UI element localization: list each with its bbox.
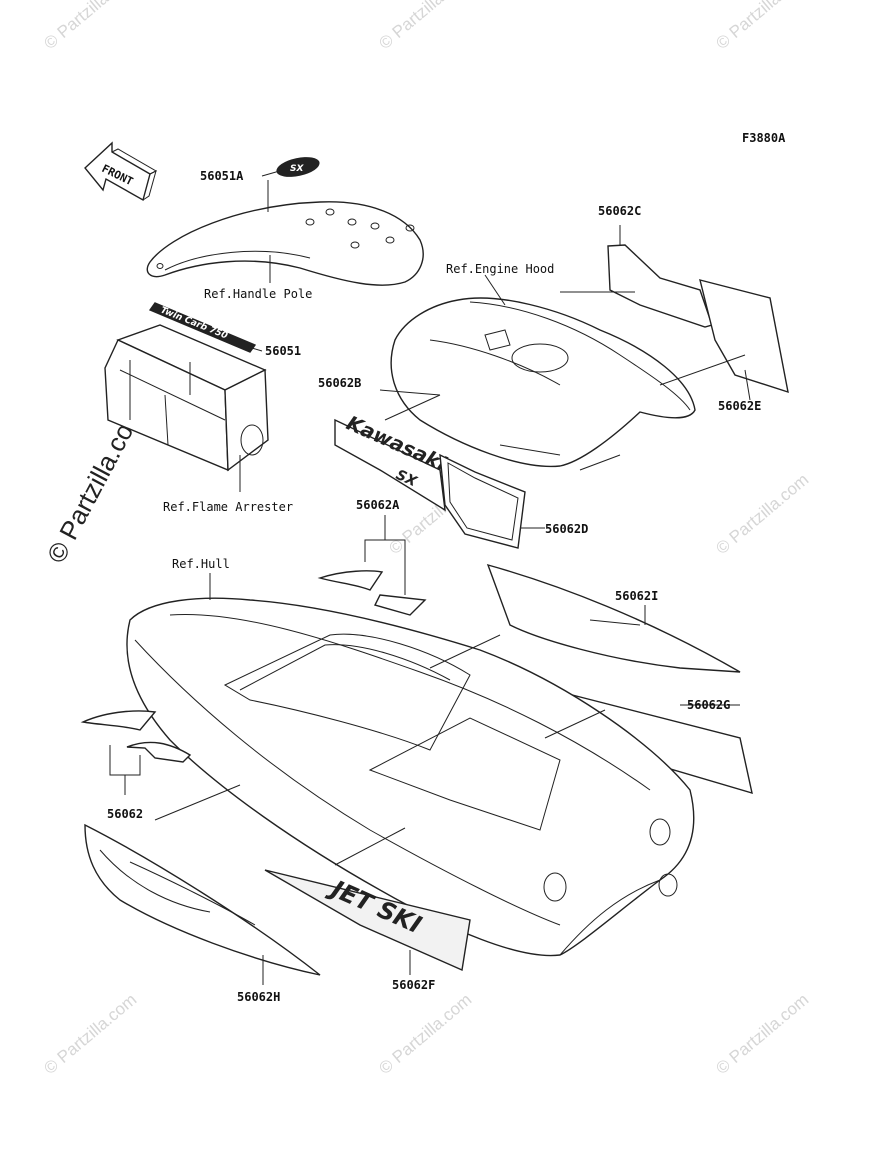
decal-chevron-pair: [80, 710, 192, 763]
decal-panel-d: [439, 453, 526, 549]
decal-panel-c: [607, 244, 713, 328]
part-label-56062d: 56062D: [545, 522, 588, 536]
reference-labels: Ref.Handle Pole Ref.Engine Hood Ref.Flam…: [163, 262, 554, 571]
part-label-56051: 56051: [265, 344, 301, 358]
ref-label-hull: Ref.Hull: [172, 557, 230, 571]
watermark: © Partzilla.com: [712, 0, 812, 53]
flame-arrester: [104, 324, 269, 472]
part-label-56062i: 56062I: [615, 589, 658, 603]
watermark: © Partzilla.com: [712, 990, 812, 1078]
ref-label-engine-hood: Ref.Engine Hood: [446, 262, 554, 276]
badge-decal: SX: [276, 157, 320, 177]
part-label-56062h: 56062H: [237, 990, 280, 1004]
part-label-56062c: 56062C: [598, 204, 641, 218]
front-arrow-icon: FRONT: [84, 141, 158, 202]
ref-label-flame-arrester: Ref.Flame Arrester: [163, 500, 293, 514]
decal-nose-h: [84, 823, 321, 976]
decal-panel-e: [699, 279, 789, 394]
badge-decal-text: SX: [290, 164, 304, 174]
part-label-56062e: 56062E: [718, 399, 761, 413]
leader-lines: [109, 169, 751, 985]
part-label-56062: 56062: [107, 807, 143, 821]
watermark: © Partzilla.com: [40, 990, 140, 1078]
part-label-56062b: 56062B: [318, 376, 361, 390]
part-label-56051a: 56051A: [200, 169, 244, 183]
engine-hood: [390, 297, 696, 468]
part-label-56062a: 56062A: [356, 498, 400, 512]
figure-id: F3880A: [742, 131, 786, 145]
hull: [126, 597, 695, 957]
ref-label-handle-pole: Ref.Handle Pole: [204, 287, 312, 301]
watermark: © Partzilla.com: [375, 0, 475, 53]
part-labels: 56051A 56051 56062C 56062B 56062E 56062D…: [107, 169, 761, 1004]
part-label-56062f: 56062F: [392, 978, 435, 992]
watermark: © Partzilla.com: [40, 0, 140, 53]
part-label-56062g: 56062G: [687, 698, 730, 712]
watermark: © Partzilla.com: [712, 470, 812, 558]
decal-strip-a: [317, 570, 427, 616]
handle-pole-cover: [146, 201, 424, 286]
decal-panel-i: [486, 563, 741, 673]
watermark: © Partzilla.com: [375, 990, 475, 1078]
